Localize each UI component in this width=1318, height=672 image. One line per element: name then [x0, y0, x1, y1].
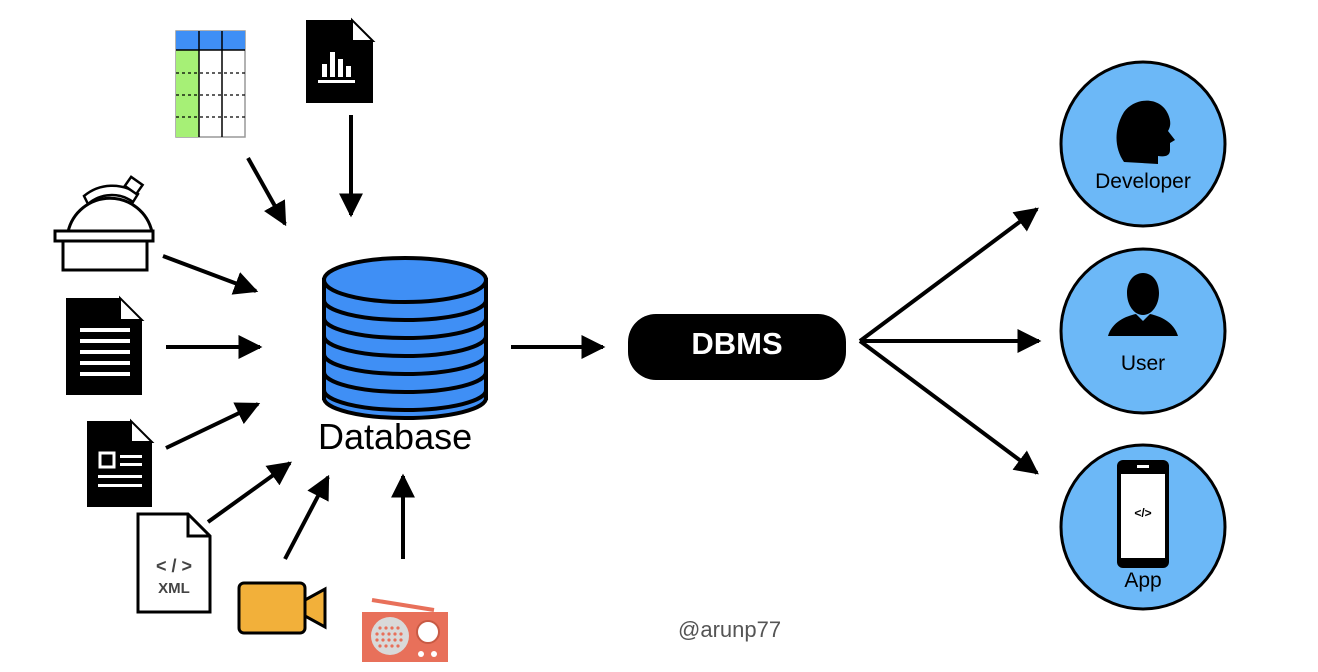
output-arrows	[858, 207, 1042, 475]
video-camera-icon	[237, 581, 327, 635]
app-code-glyph: </>	[1134, 506, 1152, 520]
app-label: App	[1124, 569, 1162, 592]
watermark-text: @arunp77	[678, 617, 782, 642]
user-node	[1059, 247, 1227, 415]
app-node	[1059, 443, 1227, 611]
input-arrows	[162, 115, 606, 560]
chart-document-icon	[306, 17, 376, 103]
form-document-icon	[87, 418, 155, 507]
arrow-spreadsheet	[246, 157, 287, 227]
arrow-dbms-to-developer	[858, 207, 1039, 343]
user-silhouette-icon	[1108, 273, 1178, 336]
arrow-telescope	[162, 254, 259, 295]
radio-icon	[362, 598, 448, 662]
spreadsheet-icon	[175, 30, 246, 138]
text-document-icon	[66, 295, 145, 395]
dbms-label: DBMS	[691, 326, 783, 361]
database-label: Database	[318, 416, 473, 457]
dbms-box	[628, 314, 846, 380]
developer-head-icon	[1116, 100, 1175, 164]
arrow-video-camera	[283, 474, 330, 560]
xml-file-icon	[136, 512, 212, 614]
user-label: User	[1120, 352, 1166, 375]
arrow-form-document	[165, 402, 261, 450]
xml-code-glyph: < / >	[155, 556, 193, 576]
telescope-icon	[53, 175, 155, 272]
smartphone-icon	[1117, 460, 1169, 568]
developer-label: Developer	[1095, 170, 1191, 193]
arrow-dbms-to-app	[858, 339, 1039, 475]
developer-node	[1059, 60, 1227, 228]
database-icon	[322, 256, 488, 420]
arrow-xml-file	[206, 461, 292, 524]
xml-file-label: XML	[158, 580, 190, 597]
